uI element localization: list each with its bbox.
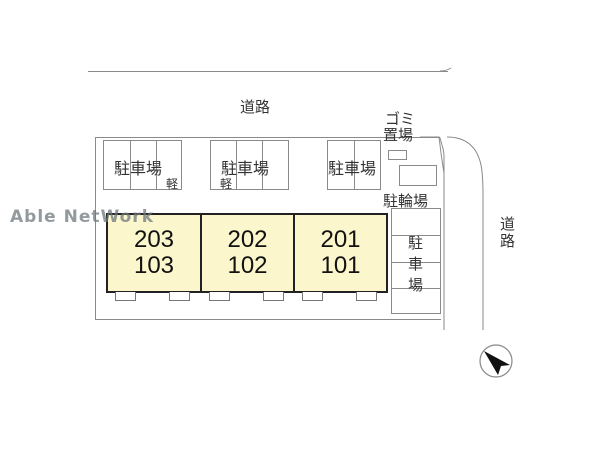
parking-divider: [392, 262, 440, 263]
road-edge-curve-top: [440, 67, 452, 72]
unit-201-101: 201 101: [293, 213, 388, 293]
unit-lower-number: 102: [227, 252, 268, 279]
bicycle-parking-label: 駐輪場: [383, 192, 429, 210]
entry-step: [263, 292, 284, 301]
road-edge-right: [446, 136, 484, 330]
parking-block-1: [103, 140, 182, 190]
parking-block-2: [210, 140, 289, 190]
garbage-area-box: [388, 150, 407, 160]
unit-202-102: 202 102: [200, 213, 295, 293]
site-boundary-left: [95, 137, 96, 319]
garbage-area-label-2: 置場: [383, 126, 414, 144]
road-edge-top: [88, 71, 448, 72]
entry-step: [302, 292, 323, 301]
parking-block-3: [327, 140, 381, 190]
parking-divider: [236, 141, 237, 189]
unit-upper-number: 203: [133, 226, 175, 253]
unit-upper-number: 202: [227, 226, 268, 253]
side-parking-block: [391, 208, 441, 314]
entry-step: [356, 292, 377, 301]
parking-divider: [130, 141, 131, 189]
side-parking-label: 駐車場: [406, 235, 424, 298]
parking-block-2-label: 駐車場: [221, 159, 270, 178]
parking-block-1-note: 軽: [166, 177, 179, 191]
parking-divider: [392, 288, 440, 289]
parking-divider: [392, 235, 440, 236]
unit-203-103: 203 103: [106, 213, 202, 293]
bicycle-parking-box: [399, 165, 437, 186]
parking-block-3-label: 駐車場: [328, 159, 377, 178]
parking-block-1-label: 駐車場: [114, 159, 163, 178]
road-right-label: 道路: [498, 216, 516, 250]
entry-step: [209, 292, 230, 301]
site-boundary-corner: [420, 136, 445, 330]
entry-step: [169, 292, 190, 301]
site-boundary-top: [95, 137, 439, 138]
parking-block-2-note: 軽: [220, 177, 233, 191]
parking-divider: [156, 141, 157, 189]
parking-divider: [354, 141, 355, 189]
parking-divider: [262, 141, 263, 189]
watermark: Able NetWork: [10, 207, 154, 227]
site-boundary-bottom: [95, 319, 441, 320]
road-top-label: 道路: [240, 98, 271, 116]
unit-lower-number: 103: [133, 252, 175, 279]
unit-upper-number: 201: [320, 226, 361, 253]
unit-lower-number: 101: [320, 252, 361, 279]
entry-step: [115, 292, 136, 301]
garbage-area-label-1: ゴミ: [385, 110, 416, 128]
north-arrow-icon: [479, 344, 513, 378]
